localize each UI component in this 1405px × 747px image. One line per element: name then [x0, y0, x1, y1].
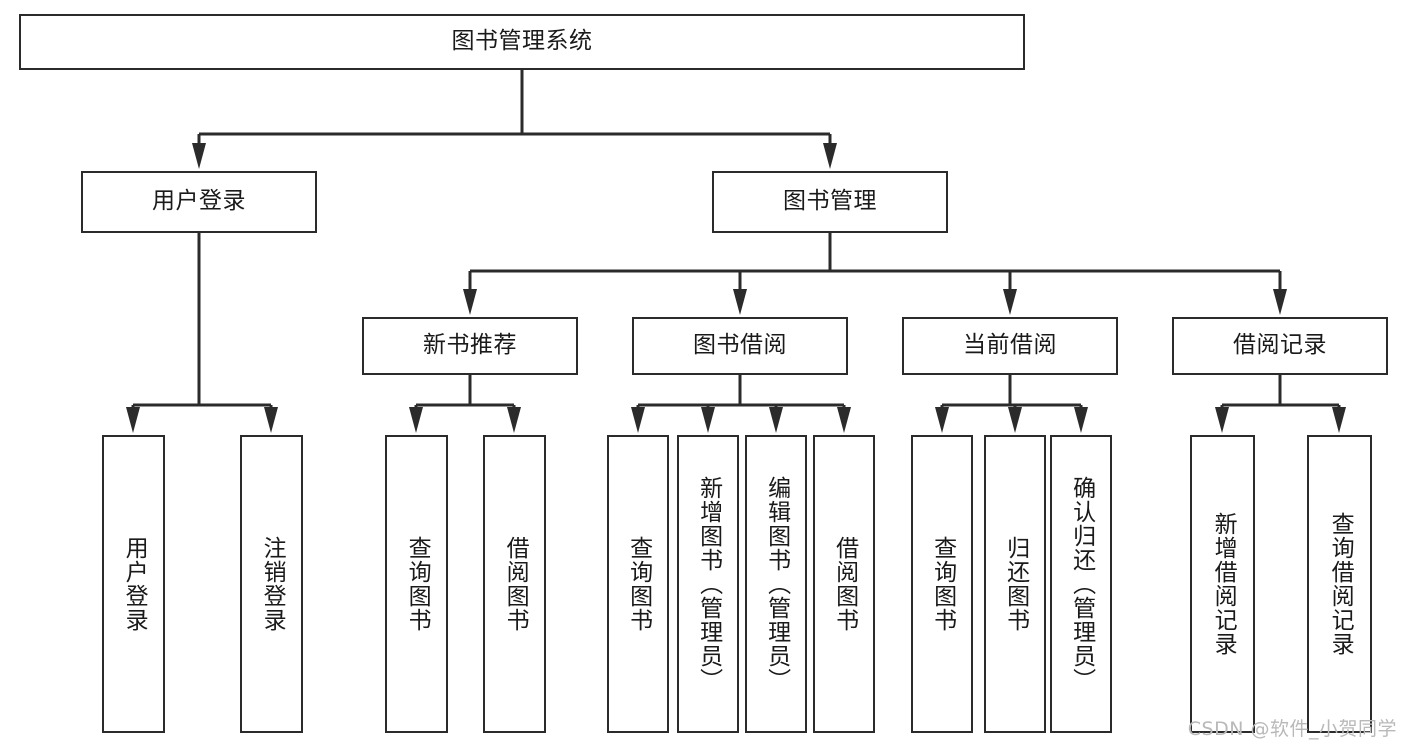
arrowhead-icon: [192, 143, 206, 169]
node-leaf-label: 用户登录: [121, 536, 148, 632]
node-current-borrowing-label: 当前借阅: [963, 332, 1057, 359]
node-leaf-label: 确认归还（管理员）: [1068, 476, 1095, 692]
node-user-login[interactable]: 用户登录: [81, 171, 317, 233]
node-new-book-recommendation-label: 新书推荐: [423, 332, 517, 359]
node-book-borrowing[interactable]: 图书借阅: [632, 317, 848, 375]
node-new-book-recommendation[interactable]: 新书推荐: [362, 317, 578, 375]
node-leaf-borrow-books-new[interactable]: 借阅图书: [483, 435, 546, 733]
arrowhead-icon: [1215, 407, 1229, 433]
arrowhead-icon: [507, 407, 521, 433]
node-leaf-logout[interactable]: 注销登录: [240, 435, 303, 733]
node-leaf-label: 查询图书: [404, 536, 431, 632]
arrowhead-icon: [935, 407, 949, 433]
node-leaf-label: 借阅图书: [831, 536, 858, 632]
node-leaf-query-books-new[interactable]: 查询图书: [385, 435, 448, 733]
node-leaf-user-login[interactable]: 用户登录: [102, 435, 165, 733]
arrowhead-icon: [1332, 407, 1346, 433]
node-leaf-label: 注销登录: [259, 536, 286, 632]
node-leaf-query-books-borrow[interactable]: 查询图书: [607, 435, 669, 733]
node-leaf-add-borrow-record[interactable]: 新增借阅记录: [1190, 435, 1255, 733]
node-leaf-return-books[interactable]: 归还图书: [984, 435, 1046, 733]
node-user-login-label: 用户登录: [152, 188, 246, 215]
arrowhead-icon: [701, 407, 715, 433]
node-leaf-query-books-current[interactable]: 查询图书: [911, 435, 973, 733]
arrowhead-icon: [1074, 407, 1088, 433]
node-root-book-management-system[interactable]: 图书管理系统: [19, 14, 1025, 70]
node-root-label: 图书管理系统: [451, 28, 593, 55]
arrowhead-icon: [823, 143, 837, 169]
node-current-borrowing[interactable]: 当前借阅: [902, 317, 1118, 375]
arrowhead-icon: [631, 407, 645, 433]
node-leaf-edit-book-admin[interactable]: 编辑图书（管理员）: [745, 435, 807, 733]
node-leaf-query-borrow-record[interactable]: 查询借阅记录: [1307, 435, 1372, 733]
arrowhead-icon: [733, 289, 747, 315]
node-leaf-label: 借阅图书: [502, 536, 529, 632]
node-leaf-label: 查询图书: [625, 536, 652, 632]
node-borrowing-records[interactable]: 借阅记录: [1172, 317, 1388, 375]
arrowhead-icon: [1008, 407, 1022, 433]
arrowhead-icon: [463, 289, 477, 315]
arrowhead-icon: [1003, 289, 1017, 315]
arrowhead-icon: [769, 407, 783, 433]
node-leaf-label: 查询借阅记录: [1327, 512, 1354, 656]
node-book-management-label: 图书管理: [783, 188, 877, 215]
node-leaf-add-book-admin[interactable]: 新增图书（管理员）: [677, 435, 739, 733]
node-leaf-label: 新增借阅记录: [1210, 512, 1237, 656]
arrowhead-icon: [264, 407, 278, 433]
node-book-borrowing-label: 图书借阅: [693, 332, 787, 359]
arrowhead-icon: [409, 407, 423, 433]
node-leaf-label: 查询图书: [929, 536, 956, 632]
node-leaf-label: 新增图书（管理员）: [695, 476, 722, 692]
node-borrowing-records-label: 借阅记录: [1233, 332, 1327, 359]
node-leaf-label: 归还图书: [1002, 536, 1029, 632]
node-leaf-label: 编辑图书（管理员）: [763, 476, 790, 692]
node-leaf-confirm-return-admin[interactable]: 确认归还（管理员）: [1050, 435, 1112, 733]
node-book-management[interactable]: 图书管理: [712, 171, 948, 233]
node-leaf-borrow-books[interactable]: 借阅图书: [813, 435, 875, 733]
arrowhead-icon: [837, 407, 851, 433]
arrowhead-icon: [126, 407, 140, 433]
arrowhead-icon: [1273, 289, 1287, 315]
